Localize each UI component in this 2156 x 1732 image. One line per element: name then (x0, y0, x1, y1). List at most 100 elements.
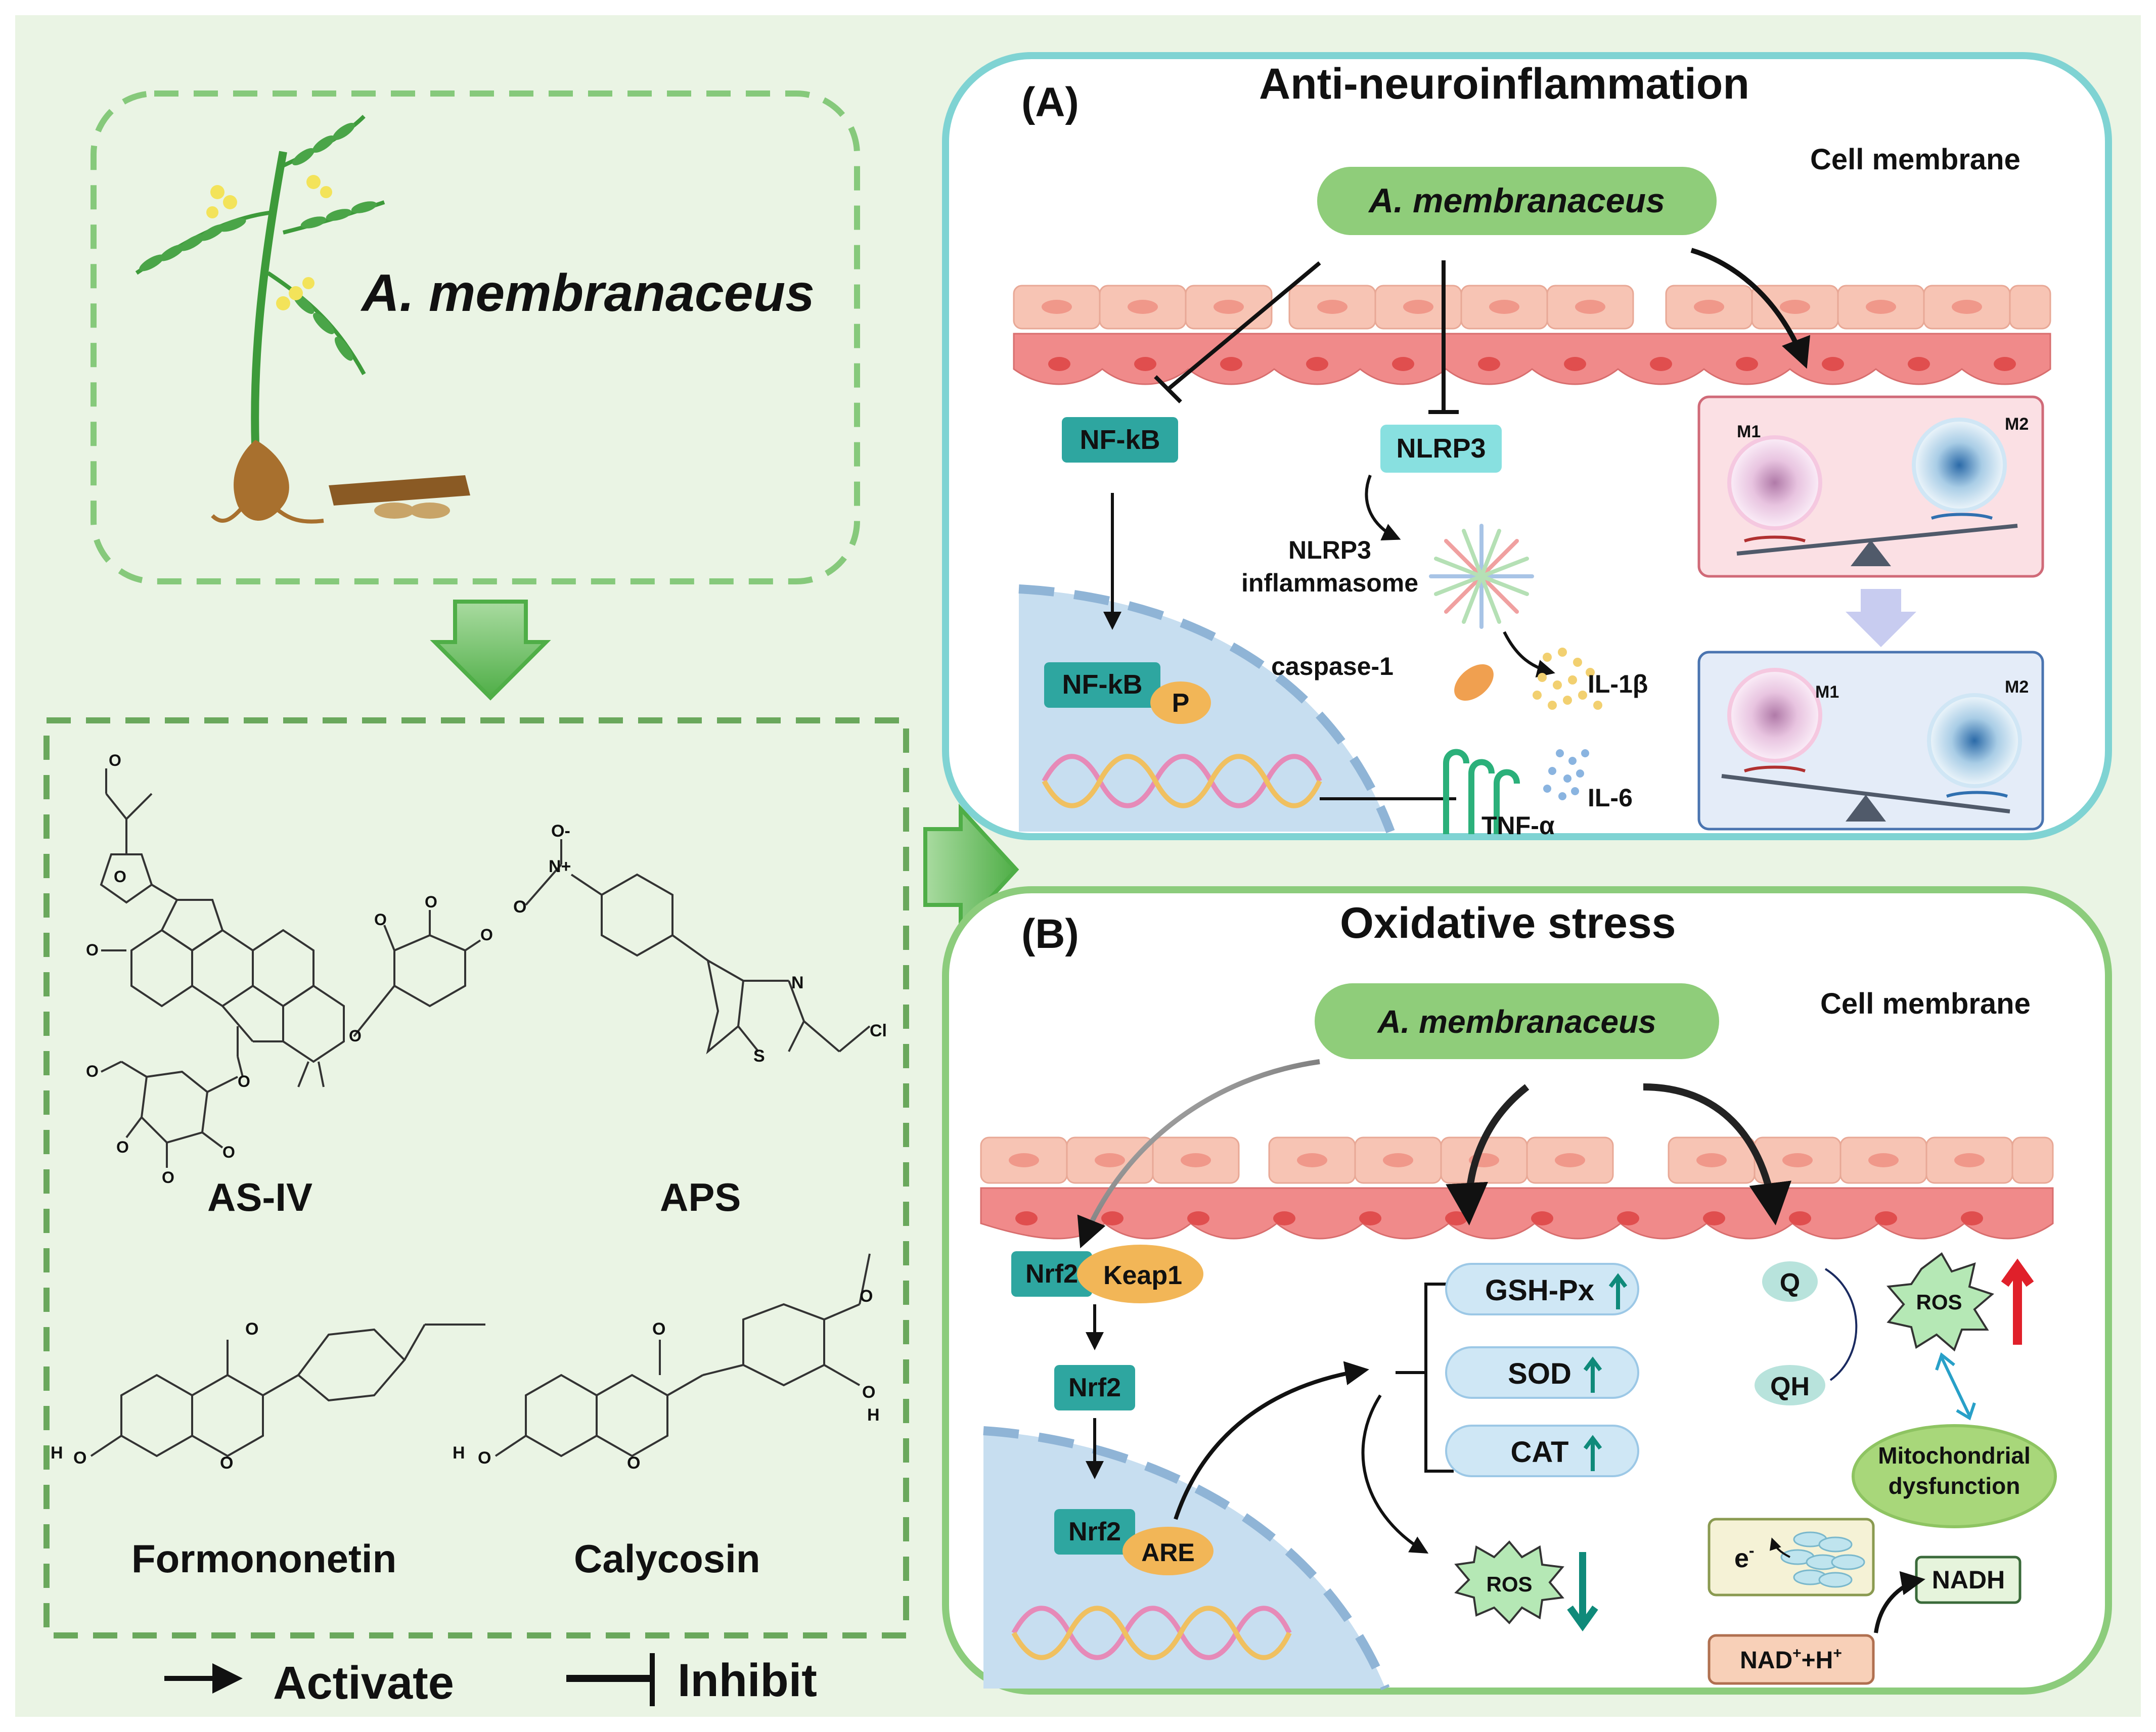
nfkb-nuclear-box (1044, 662, 1160, 708)
are-to-enzymes-arrow (1174, 1361, 1369, 1520)
are-label: ARE (1141, 1538, 1195, 1567)
aps-structure (525, 839, 871, 1055)
cat-label: CAT (1511, 1436, 1569, 1469)
caspase-label: caspase-1 (1271, 652, 1394, 680)
atom-label: O (238, 1072, 250, 1090)
atom-label: O (480, 926, 493, 944)
inflammasome-label-2: inflammasome (1241, 569, 1418, 597)
dna-helix-b (1011, 1606, 1292, 1660)
atom-label: N+ (549, 857, 571, 876)
panel-a-membrane (1013, 285, 2051, 385)
panel-a-tag: (A) (1021, 79, 1079, 125)
atom-label: N (791, 973, 804, 992)
caspase-icon (1454, 664, 1494, 701)
nad-to-nadh-arrow (1874, 1571, 1925, 1633)
q-badge (1762, 1261, 1818, 1302)
nrf2-free-label: Nrf2 (1068, 1373, 1121, 1402)
atom-label: O (627, 1453, 640, 1473)
atom-label: H (51, 1443, 63, 1463)
plant-box (91, 90, 860, 584)
shift-arrow-icon (1846, 589, 1916, 647)
inflammasome-label-1: NLRP3 (1288, 536, 1371, 564)
mitochondria-icon (1852, 1424, 2057, 1528)
formononetin-structure (90, 1324, 485, 1457)
panel-a-pill (1317, 167, 1717, 235)
inhibit-nfkb-bar (1154, 375, 1182, 403)
ros-down-arrow-icon (1567, 1552, 1598, 1632)
m2-cell-icon-2 (1927, 693, 2022, 788)
atom-label: O (220, 1453, 233, 1473)
panel-a (942, 52, 2112, 840)
m1-cell-icon (1727, 435, 1822, 530)
atom-label: O (513, 897, 526, 917)
ros-down-burst-icon (1454, 1540, 1564, 1624)
m1-label: M1 (1737, 422, 1761, 441)
phospho-label: P (1172, 689, 1190, 718)
il1b-dots (1533, 648, 1602, 710)
as-iv-atoms: O O O O O O O O O O O O (86, 751, 493, 1187)
atom-label: O (116, 1138, 129, 1156)
nrf2-box (1011, 1251, 1092, 1297)
qh-label: QH (1770, 1372, 1810, 1401)
atom-label: O (162, 1168, 174, 1187)
panel-b-membrane (980, 1136, 2054, 1240)
mito-label-2: dysfunction (1889, 1473, 2020, 1499)
ros-down-label: ROS (1486, 1572, 1532, 1596)
ros-mito-arrow (1935, 1352, 1976, 1421)
as-iv-structure (100, 768, 481, 1168)
aps-atoms: O- N+ O N S Cl (513, 822, 887, 1066)
atom-label: O (86, 1062, 99, 1080)
atom-label: O (109, 751, 121, 769)
panel-b-pill-label: A. membranaceus (1376, 1004, 1656, 1040)
electron-label: e- (1734, 1541, 1755, 1573)
sod-up-icon (1583, 1356, 1602, 1393)
seesaw-beam-2 (1721, 774, 2010, 813)
atom-label: O (222, 1143, 235, 1161)
electron-cloud-icon (1780, 1531, 1865, 1588)
nad-box (1708, 1634, 1875, 1685)
are-badge (1122, 1527, 1214, 1575)
phospho-badge (1150, 681, 1211, 724)
nrf2-free-box (1054, 1365, 1135, 1410)
nfkb-label: NF-kB (1080, 425, 1160, 455)
activate-mito-arrow (1643, 1083, 1791, 1225)
atom-label: O (652, 1319, 665, 1339)
dna-helix-a (1042, 754, 1322, 808)
tnfa-label: TNF-α (1481, 811, 1555, 840)
inflammasome-icon (1429, 524, 1534, 629)
sod-label: SOD (1508, 1357, 1571, 1390)
atom-label: O (349, 1027, 362, 1045)
plant-name: A. membranaceus (360, 264, 815, 323)
panel-b-title: Oxidative stress (1340, 899, 1676, 947)
keap1-badge (1077, 1245, 1203, 1303)
atom-label: Cl (870, 1021, 887, 1040)
atom-label: O (862, 1383, 875, 1402)
activate-m2-arrow (1690, 248, 1811, 369)
legend-inhibit: Inhibit (678, 1655, 817, 1706)
seesaw-beam-1 (1736, 524, 2018, 556)
compound-name-calycosin: Calycosin (574, 1536, 760, 1581)
atom-label: O- (551, 822, 570, 841)
gsh-px-label: GSH-Px (1485, 1274, 1594, 1307)
nlrp3-label: NLRP3 (1396, 433, 1486, 464)
seesaw-pivot-1 (1851, 540, 1891, 566)
ros-up-burst-icon (1887, 1252, 1994, 1352)
panel-b-pill (1315, 983, 1719, 1059)
to-ros-down-arrow (1361, 1394, 1429, 1554)
compound-name-as-iv: AS-IV (207, 1175, 312, 1219)
keap1-label: Keap1 (1103, 1261, 1182, 1290)
nlrp3-box (1380, 425, 1502, 473)
ros-up-arrow-icon (2001, 1258, 2034, 1345)
formononetin-atoms: O O O H (51, 1319, 258, 1473)
atom-label: S (753, 1046, 765, 1066)
q-qh-cycle (1824, 1268, 1858, 1381)
legend-activate: Activate (273, 1657, 454, 1709)
nrf2-label: Nrf2 (1025, 1259, 1078, 1289)
compound-name-aps: APS (660, 1175, 741, 1219)
qh-badge (1755, 1365, 1825, 1405)
panel-b-membrane-label: Cell membrane (1820, 987, 2031, 1020)
activate-nrf2-arrow (1077, 1059, 1320, 1249)
q-label: Q (1780, 1268, 1800, 1298)
nrf2-nuclear-label: Nrf2 (1068, 1517, 1121, 1546)
atom-label: O (478, 1448, 491, 1468)
